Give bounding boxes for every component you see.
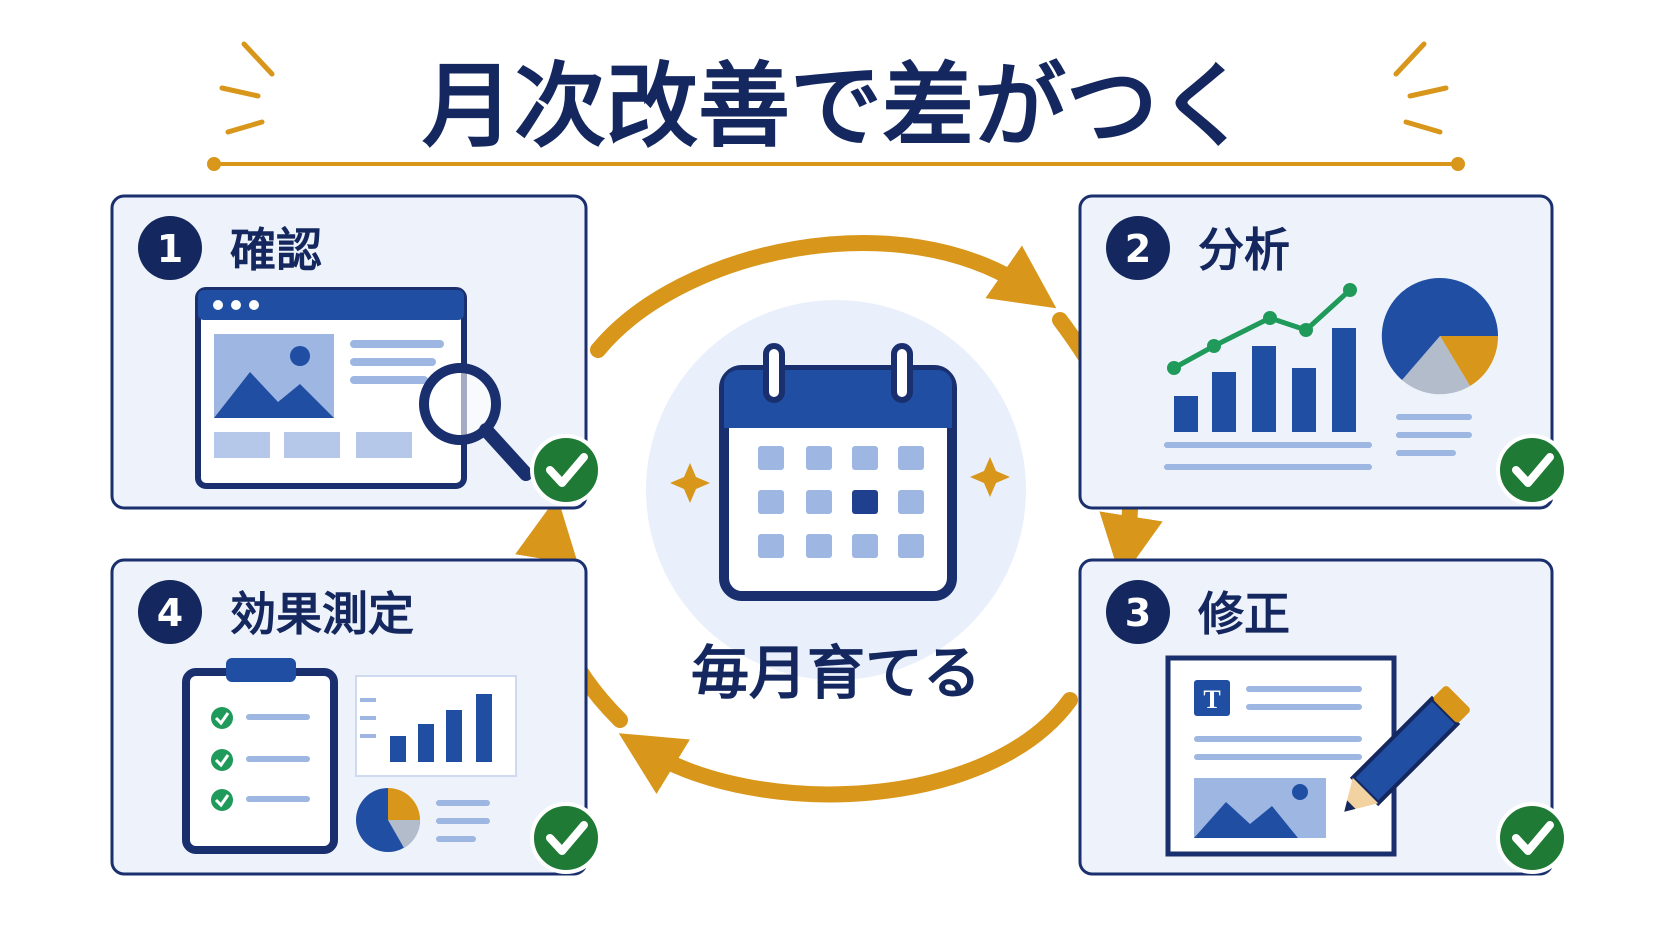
center-hub: 毎月育てる: [646, 300, 1026, 707]
calendar-icon: [719, 343, 957, 601]
webpage-magnifier-icon: [195, 287, 533, 489]
check-circle-icon: [1496, 434, 1568, 506]
step-number: 1: [157, 227, 183, 271]
title-decoration: [207, 41, 1465, 171]
arrow-3-to-4: [618, 692, 1078, 803]
step-panel-4: 4 効果測定: [110, 558, 602, 876]
clipboard-checklist-report-icon: [182, 658, 517, 854]
step-panel-2: 2 分析: [1078, 194, 1568, 510]
step-number-badge: [1106, 216, 1170, 280]
step-number-badge: [138, 580, 202, 644]
step-label: 分析: [1198, 223, 1290, 277]
sparkle-icon: [670, 463, 710, 503]
left-spark-icon: [219, 41, 275, 135]
check-circle-icon: [1496, 802, 1568, 874]
step-panel-1: 1 確認: [110, 194, 602, 510]
svg-text:T: T: [1203, 685, 1220, 714]
step-number: 4: [157, 591, 183, 635]
step-number-badge: [1106, 580, 1170, 644]
check-circle-icon: [530, 802, 602, 874]
step-label: 確認: [230, 223, 322, 277]
sparkle-icon: [970, 457, 1010, 497]
center-label: 毎月育てる: [691, 639, 981, 707]
analytics-charts-icon: [1164, 277, 1499, 470]
step-number: 3: [1125, 591, 1151, 635]
page-title: 月次改善で差がつく: [422, 53, 1250, 160]
step-label: 修正: [1198, 587, 1290, 641]
step-number: 2: [1125, 227, 1151, 271]
right-spark-icon: [1393, 41, 1449, 135]
arrow-1-to-2: [590, 235, 1057, 358]
step-number-badge: [138, 216, 202, 280]
step-label: 効果測定: [230, 587, 414, 641]
document-edit-pencil-icon: T: [1165, 655, 1470, 857]
check-circle-icon: [530, 434, 602, 506]
step-panel-3: 3 修正 T: [1078, 558, 1568, 876]
